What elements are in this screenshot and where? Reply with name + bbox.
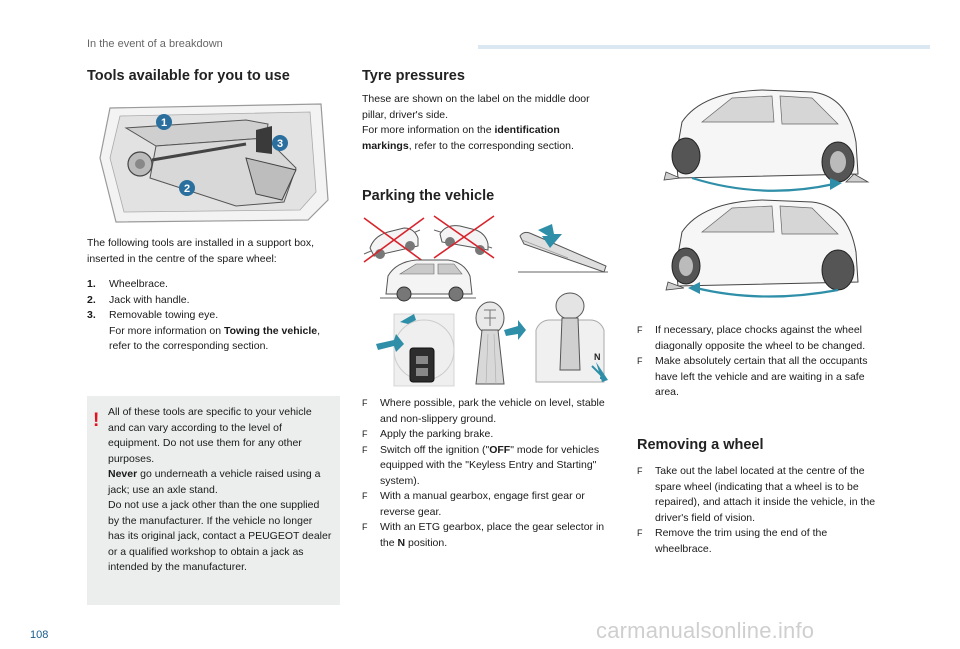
parking-slope-illustration	[363, 215, 495, 302]
manual-gear-illustration	[475, 301, 526, 385]
callout-3: 3	[272, 135, 288, 151]
tyre-pressures-text: These are shown on the label on the midd…	[362, 93, 590, 152]
tools-title: Tools available for you to use	[87, 68, 290, 84]
tools-intro: The following tools are installed in a s…	[87, 237, 315, 265]
page-number: 108	[30, 629, 49, 641]
car-top	[663, 89, 870, 192]
wheel-chocks-illustration	[663, 89, 870, 298]
callout-1: 1	[156, 114, 172, 130]
parking-brake-illustration	[518, 224, 608, 273]
car-bottom	[665, 199, 859, 298]
list-item: 1.Wheelbrace.	[87, 278, 168, 290]
etg-gear-illustration: N	[535, 292, 608, 383]
list-item: 2.Jack with handle.	[87, 293, 190, 306]
tools-illustration: 1 2 3	[99, 103, 329, 223]
section-title: In the event of a breakdown	[87, 38, 223, 50]
parking-title: Parking the vehicle	[362, 188, 495, 204]
watermark: carmanualsonline.info	[596, 618, 815, 643]
tyre-pressures-title: Tyre pressures	[362, 68, 465, 84]
svg-text:2: 2	[184, 183, 190, 195]
svg-text:1: 1	[161, 117, 167, 129]
warning-text: All of these tools are specific to your …	[108, 406, 332, 573]
gear-label-n: N	[594, 352, 601, 362]
link-towing-the-vehicle: Towing the vehicle	[223, 324, 318, 337]
tools-list: 1.Wheelbrace. 2.Jack with handle. 3.Remo…	[87, 277, 337, 355]
warning-box: ! All of these tools are specific to you…	[87, 396, 340, 605]
svg-text:3: 3	[277, 138, 283, 150]
warning-icon: !	[93, 410, 100, 431]
header-rule	[478, 45, 930, 49]
list-item: 3.Removable towing eye.For more informat…	[87, 309, 321, 352]
callout-2: 2	[179, 180, 195, 196]
ignition-illustration	[376, 313, 455, 387]
removing-wheel-title: Removing a wheel	[637, 437, 764, 453]
